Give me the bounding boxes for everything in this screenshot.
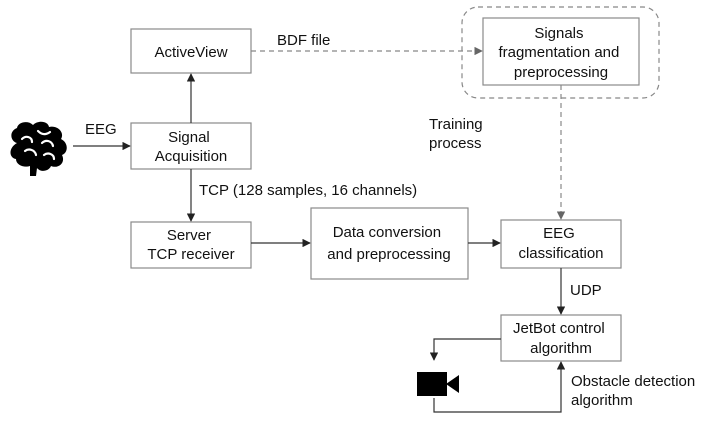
data-conversion-label: Data conversion and preprocessing bbox=[327, 224, 450, 263]
jetbot-control-label: JetBot control algorithm bbox=[513, 320, 609, 357]
jetbot-control-box bbox=[500, 314, 622, 362]
activeview-label: ActiveView bbox=[154, 44, 227, 61]
signal-acquisition-box bbox=[130, 122, 252, 170]
edge-jetbot-to-camera bbox=[429, 338, 501, 361]
tcp-label: TCP (128 samples, 16 channels) bbox=[199, 182, 417, 199]
training-group-frame bbox=[461, 6, 660, 99]
signals-fragmentation-box bbox=[482, 17, 640, 86]
bdf-file-label: BDF file bbox=[277, 32, 330, 49]
server-label: Server TCP receiver bbox=[147, 227, 234, 263]
server-box bbox=[130, 221, 252, 269]
training-process-label: Training process bbox=[429, 116, 487, 152]
video-camera-icon bbox=[417, 372, 459, 396]
udp-label: UDP bbox=[570, 282, 602, 299]
data-conversion-box bbox=[310, 207, 469, 280]
signals-fragmentation-label: Signals fragmentation and preprocessing bbox=[498, 25, 623, 81]
eeg-edge-label: EEG bbox=[85, 121, 117, 138]
signal-acquisition-label: Signal Acquisition bbox=[155, 129, 228, 165]
activeview-box bbox=[130, 28, 252, 74]
obstacle-detection-label: Obstacle detection algorithm bbox=[571, 373, 699, 409]
eeg-classification-box bbox=[500, 219, 622, 269]
edge-camera-to-jetbot bbox=[433, 361, 566, 413]
eeg-classification-label: EEG classification bbox=[518, 225, 603, 262]
brain-icon bbox=[10, 121, 67, 176]
